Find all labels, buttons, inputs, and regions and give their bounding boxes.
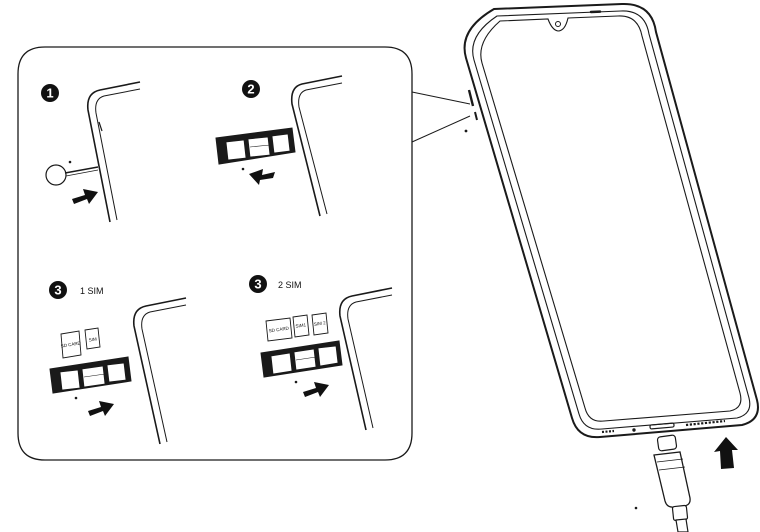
sim-tray: [49, 356, 132, 400]
step-3-dual-sim: 3 2 SIM SD CARD SIM1 SIM 2: [249, 275, 393, 431]
svg-text:3: 3: [54, 283, 61, 298]
svg-text:SIM: SIM: [88, 336, 97, 342]
sim-mode-label: 2 SIM: [278, 280, 302, 290]
phone-corner: [132, 297, 187, 445]
sim-card: SIM: [84, 327, 101, 350]
step-1: 1: [41, 81, 141, 223]
svg-text:1: 1: [46, 86, 53, 101]
arrow-left-icon: [249, 169, 275, 185]
sim2-card: SIM 2: [311, 312, 329, 336]
callout-panel: [17, 46, 471, 461]
arrow-up-icon: [714, 437, 738, 469]
svg-text:SD CARD: SD CARD: [268, 326, 289, 334]
arrow-right-icon: [303, 382, 329, 397]
sim-mode-label: 1 SIM: [80, 286, 104, 296]
step-3-badge: 3: [249, 275, 267, 293]
sd-card: SD CARD: [265, 317, 293, 342]
smartphone: [463, 2, 759, 439]
eject-pin-tool: [45, 160, 99, 186]
callout-line-bottom: [411, 115, 471, 143]
svg-text:SIM1: SIM1: [295, 322, 307, 328]
step-1-badge: 1: [41, 84, 59, 102]
sd-card: SD CARD: [60, 330, 82, 359]
phone-corner: [338, 287, 393, 431]
sim-tray: [215, 127, 296, 171]
sim-tray: [260, 340, 343, 384]
step-2-badge: 2: [242, 80, 260, 98]
phone-corner: [86, 81, 141, 223]
arrow-right-icon: [72, 189, 98, 204]
svg-text:3: 3: [254, 277, 261, 292]
arrow-right-icon: [88, 401, 114, 416]
step-3-badge: 3: [49, 281, 67, 299]
step-2: 2: [215, 75, 343, 217]
svg-text:SD CARD: SD CARD: [60, 340, 82, 348]
step-3-single-sim: 3 1 SIM SD CARD SIM: [49, 281, 187, 445]
sim1-card: SIM1: [292, 314, 310, 338]
svg-text:2: 2: [247, 82, 254, 97]
callout-line-top: [411, 91, 471, 105]
phone-corner: [290, 75, 343, 217]
usb-c-cable: [634, 434, 691, 532]
svg-text:SIM 2: SIM 2: [314, 320, 327, 327]
